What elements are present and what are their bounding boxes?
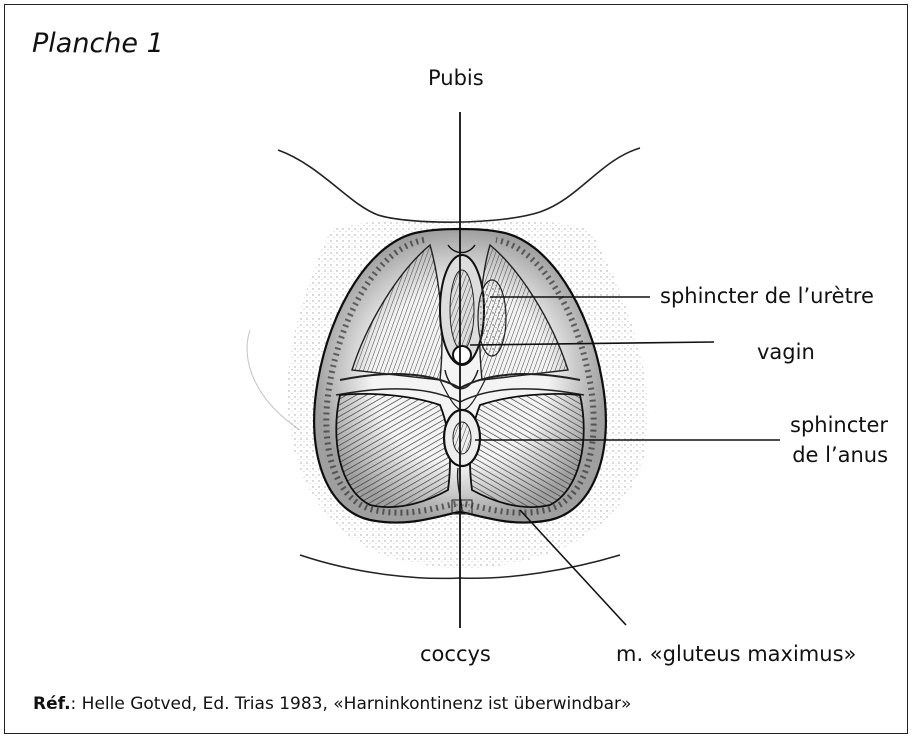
label-vagin: vagin (757, 340, 815, 364)
label-sphincter-uretre: sphincter de l’urètre (660, 284, 874, 308)
label-pubis: Pubis (428, 66, 484, 90)
reference-prefix: Réf. (33, 694, 71, 714)
reference-text: : Helle Gotved, Ed. Trias 1983, «Harnink… (71, 694, 632, 714)
left-levator-muscle (336, 394, 450, 507)
label-sphincter-anus-line1: sphincter (790, 410, 888, 440)
reference-caption: Réf.: Helle Gotved, Ed. Trias 1983, «Har… (33, 694, 631, 714)
label-coccys: coccys (420, 642, 491, 666)
label-sphincter-anus-line2: de l’anus (790, 440, 888, 470)
label-sphincter-anus: sphincter de l’anus (790, 410, 888, 470)
skin-contour-top (278, 148, 640, 222)
label-gluteus-maximus: m. «gluteus maximus» (616, 642, 856, 666)
right-levator-muscle (470, 394, 584, 507)
